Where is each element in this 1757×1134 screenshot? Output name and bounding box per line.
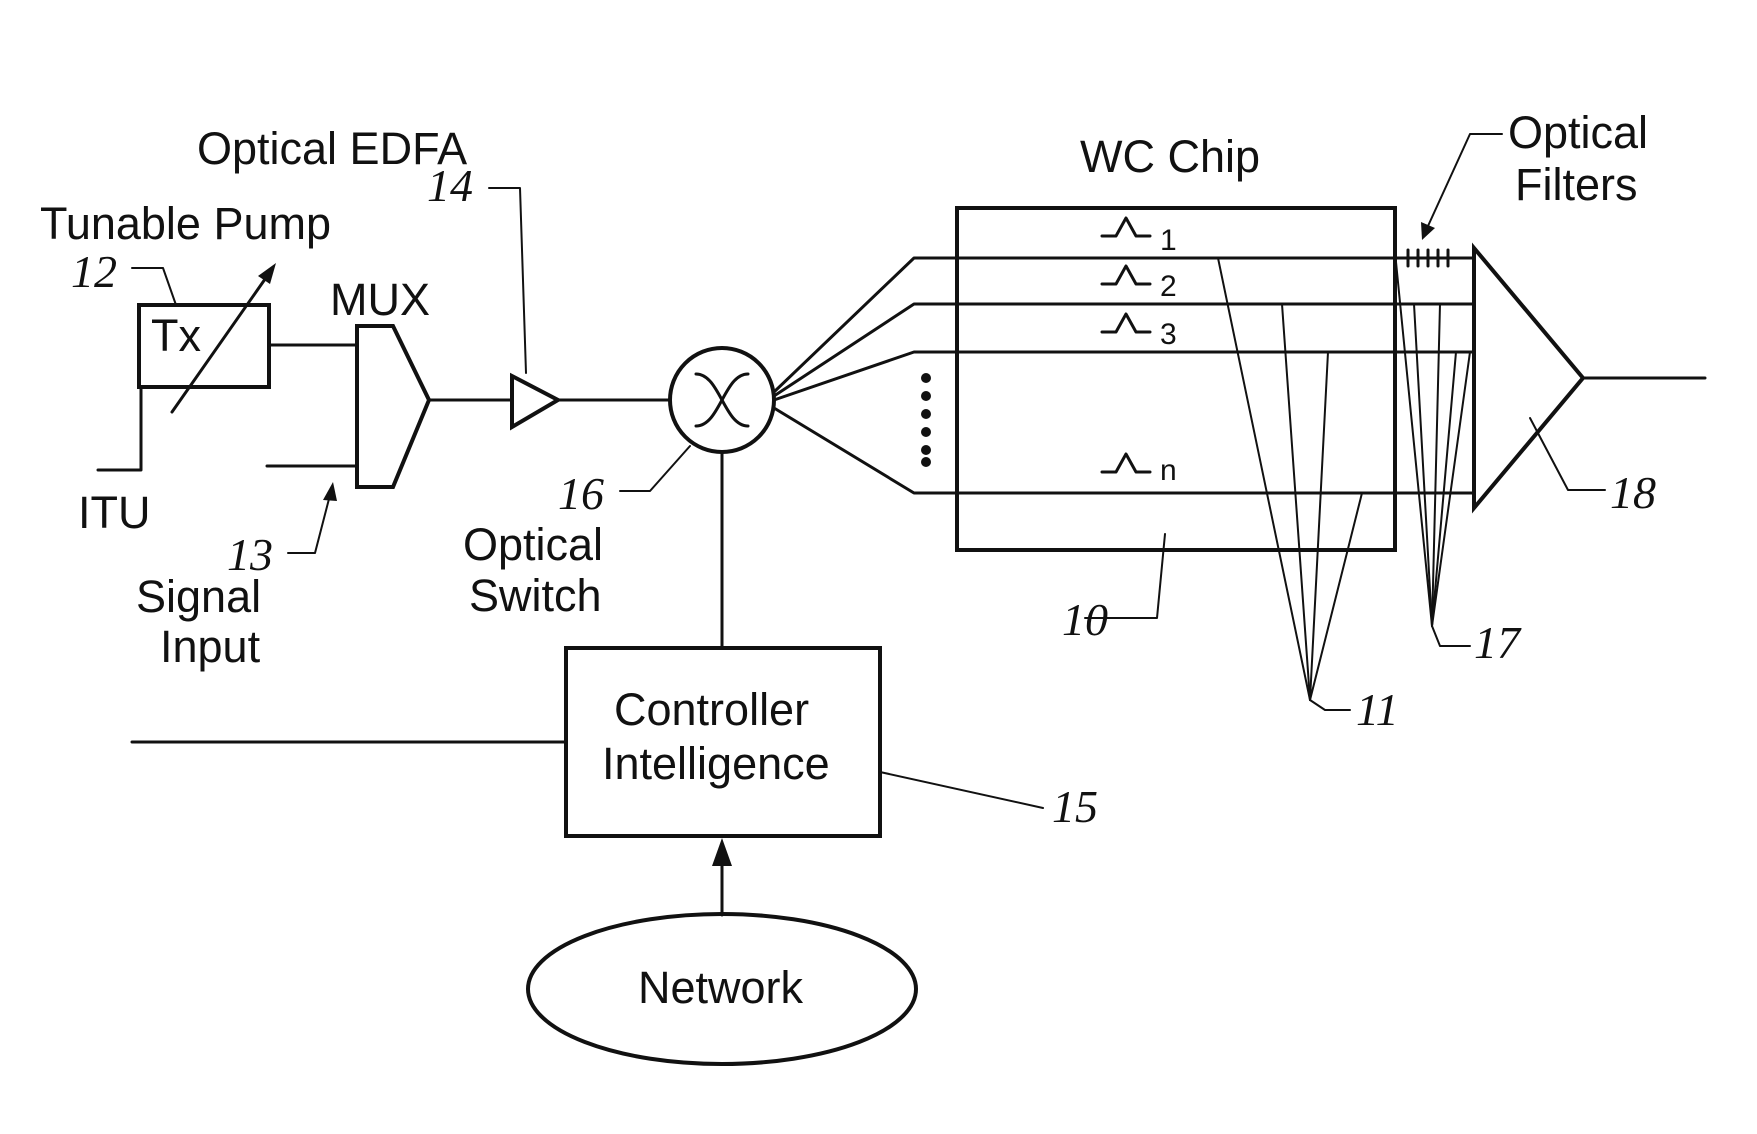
pulse-1-icon bbox=[1102, 218, 1150, 236]
wc-chip-label: WC Chip bbox=[1080, 131, 1260, 182]
controller-label-line1: Controller bbox=[614, 684, 809, 735]
combiner-shape bbox=[1474, 248, 1583, 508]
tx-label: Tx bbox=[151, 310, 201, 361]
tunable-arrowhead-icon bbox=[258, 263, 276, 284]
optical-filters-label-line1: Optical bbox=[1508, 107, 1648, 158]
itu-label: ITU bbox=[78, 487, 151, 538]
ref-13-leader bbox=[288, 495, 330, 553]
controller-label-line2: Intelligence bbox=[602, 738, 830, 789]
wc-chip: 1 2 3 n bbox=[957, 208, 1395, 618]
optical-switch bbox=[620, 258, 1474, 648]
ref-11-lines bbox=[1218, 258, 1362, 710]
ref-12: 12 bbox=[71, 246, 117, 297]
channel-1-line bbox=[774, 258, 1474, 392]
ref-filters-leader bbox=[1428, 134, 1502, 226]
ref-18: 18 bbox=[1610, 467, 1656, 518]
ref-15-leader bbox=[880, 772, 1043, 808]
channel-n-label: n bbox=[1160, 454, 1177, 487]
channel-3-label: 3 bbox=[1160, 318, 1177, 351]
optical-switch-label-line2: Switch bbox=[469, 570, 602, 621]
optical-switch-label-line1: Optical bbox=[463, 519, 603, 570]
mux-label: MUX bbox=[330, 274, 430, 325]
mux-shape bbox=[357, 326, 429, 487]
ref-17: 17 bbox=[1474, 617, 1522, 668]
channel-1-label: 1 bbox=[1160, 224, 1177, 257]
network-arrowhead-icon bbox=[712, 838, 732, 866]
network-label: Network bbox=[638, 962, 804, 1013]
pulse-2-icon bbox=[1102, 266, 1150, 284]
optical-filters bbox=[1396, 134, 1502, 646]
ref-14-leader bbox=[489, 188, 526, 373]
channel-n-line bbox=[774, 408, 1474, 493]
pulse-3-icon bbox=[1102, 314, 1150, 332]
ref-13: 13 bbox=[227, 529, 273, 580]
tunable-pump-tx: Tx bbox=[98, 263, 276, 470]
signal-arrowhead-icon bbox=[323, 482, 337, 501]
tunable-pump-label: Tunable Pump bbox=[40, 198, 331, 249]
ref-12-leader bbox=[132, 268, 176, 305]
ref-16: 16 bbox=[558, 468, 604, 519]
controller bbox=[132, 648, 1043, 915]
pulse-n-icon bbox=[1102, 454, 1150, 472]
ref-15: 15 bbox=[1052, 781, 1098, 832]
ref-10: 10 bbox=[1062, 594, 1108, 645]
channel-2-label: 2 bbox=[1160, 270, 1177, 303]
channel-3-line bbox=[774, 352, 1474, 400]
edfa-triangle bbox=[512, 376, 558, 427]
mux bbox=[267, 326, 429, 553]
signal-input-label-line2: Input bbox=[160, 621, 261, 672]
ref-14: 14 bbox=[427, 160, 473, 211]
optical-filters-label-line2: Filters bbox=[1515, 159, 1638, 210]
itu-line bbox=[98, 387, 141, 470]
ref-11: 11 bbox=[1356, 684, 1399, 735]
switch-cross-b bbox=[696, 374, 748, 426]
ref-16-leader bbox=[620, 446, 690, 491]
channel-ellipsis bbox=[921, 373, 931, 467]
combiner bbox=[1474, 248, 1705, 508]
edfa bbox=[429, 188, 670, 427]
